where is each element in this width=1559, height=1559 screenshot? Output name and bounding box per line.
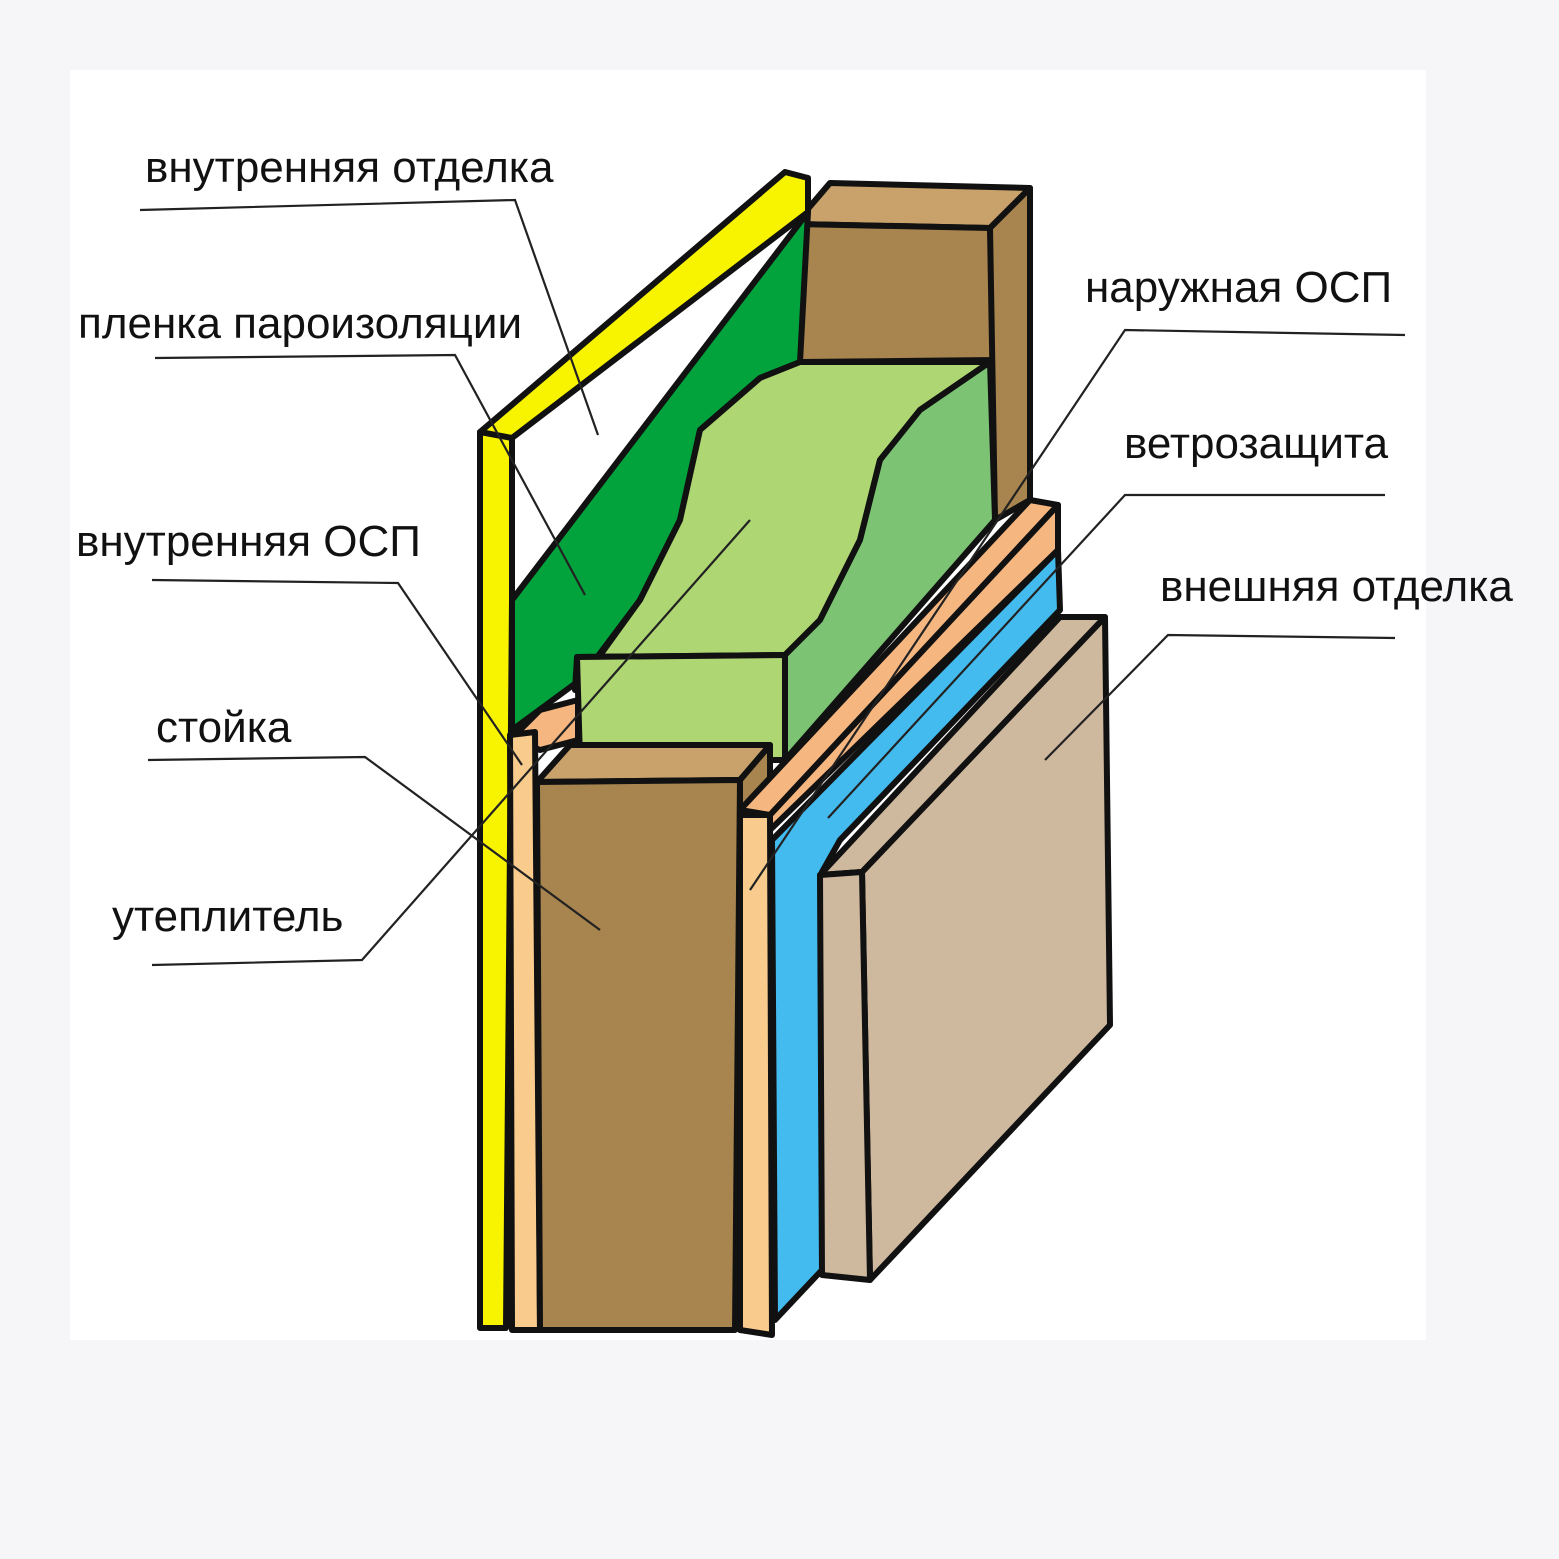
insulation-side xyxy=(782,359,998,763)
label-vapor-film: пленка пароизоляции xyxy=(78,299,523,348)
label-stud: стойка xyxy=(156,703,292,752)
leader-outer-finish xyxy=(1044,633,1396,761)
wind-barrier-layer xyxy=(769,547,1063,1323)
leader-stud xyxy=(147,755,601,931)
front-stud-top xyxy=(534,742,773,785)
leader-vapor-film xyxy=(154,353,586,596)
leader-insulation xyxy=(151,519,751,967)
label-outer-finish: внешняя отделка xyxy=(1160,562,1513,611)
label-outer-osb: наружная ОСП xyxy=(1085,263,1393,312)
leader-outer-osb xyxy=(749,328,1406,891)
back-stud-front xyxy=(792,221,998,365)
leader-wind-barrier xyxy=(827,493,1385,819)
leader-inner-finish xyxy=(139,198,600,436)
label-insulation: утеплитель xyxy=(112,892,344,941)
outer-finish-edge xyxy=(817,869,873,1283)
label-wind-barrier: ветрозащита xyxy=(1124,419,1389,468)
outer-osb-panel xyxy=(737,812,775,1338)
label-inner-finish: внутренняя отделка xyxy=(145,143,554,192)
front-stud-front xyxy=(534,777,743,1333)
leader-inner-osb xyxy=(151,578,523,766)
label-inner-osb: внутренняя ОСП xyxy=(76,517,421,566)
